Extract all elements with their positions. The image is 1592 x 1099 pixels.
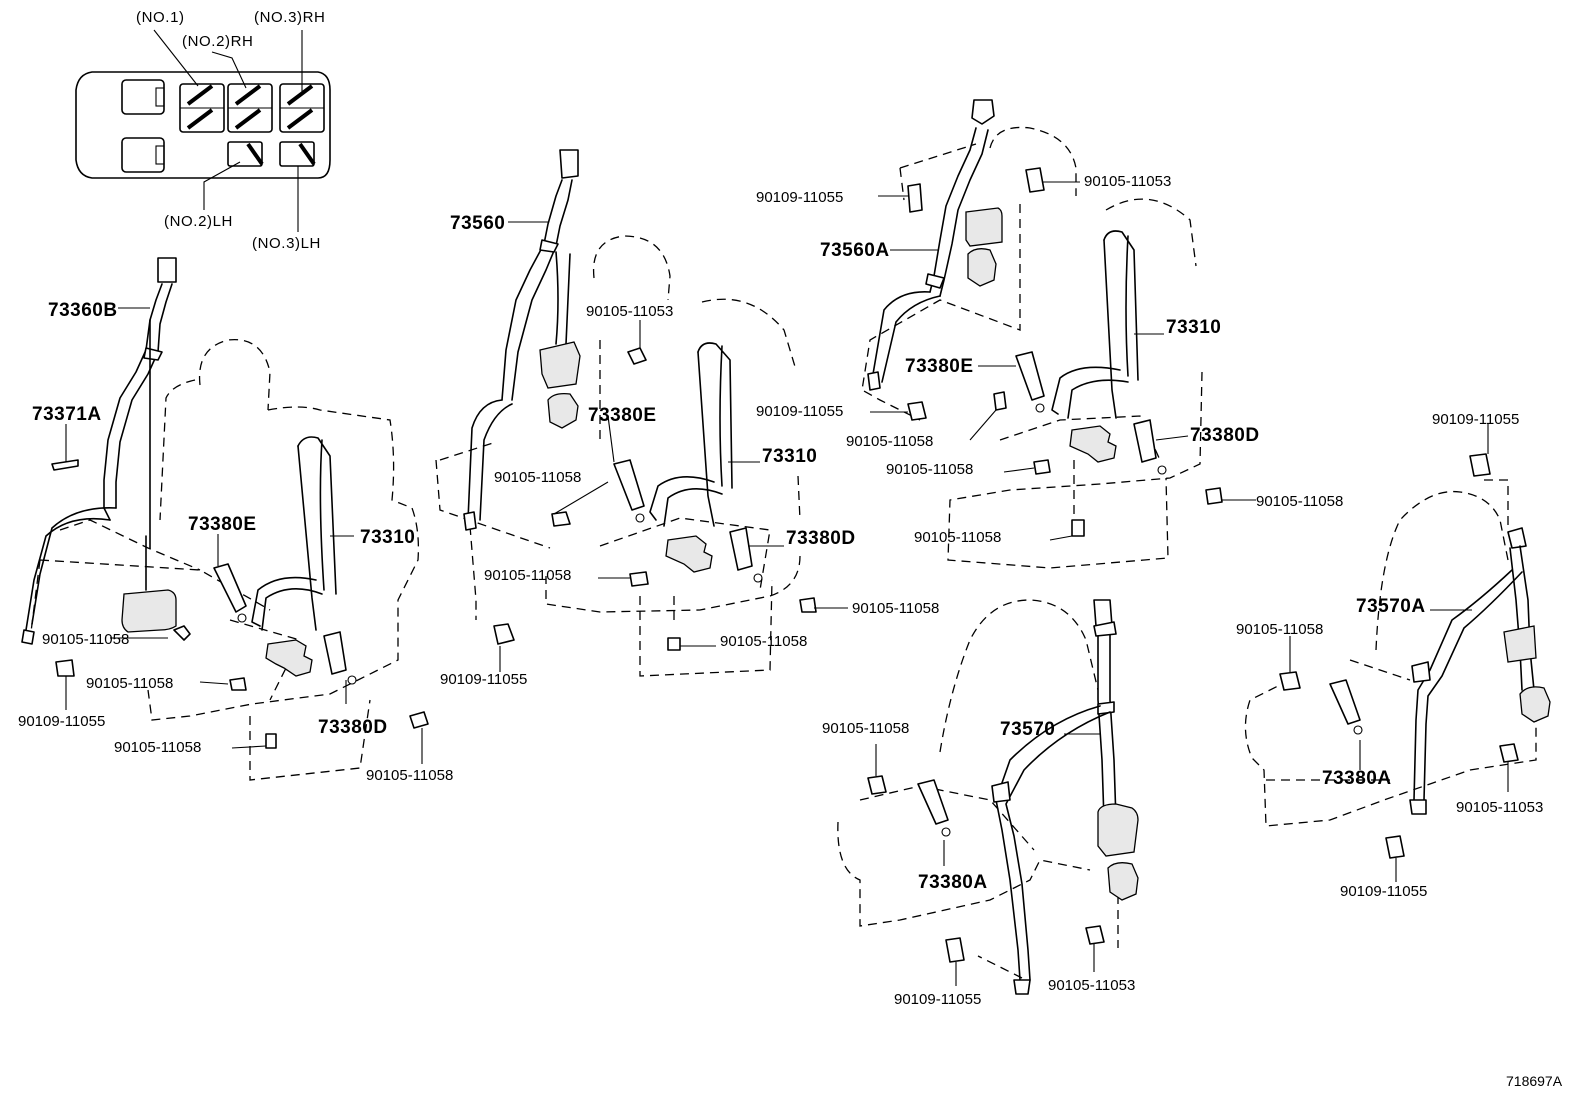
label-73310-center: 73310 (762, 446, 817, 467)
label-90109-11055-g5a: 90109-11055 (1432, 411, 1519, 428)
label-90105-11058-g1c: 90105-11058 (114, 739, 201, 756)
label-73380D-left: 73380D (318, 717, 388, 738)
label-90105-11058-g2b: 90105-11058 (484, 567, 571, 584)
label-90105-11058-g4: 90105-11058 (822, 720, 909, 737)
label-90109-11055-g3b: 90109-11055 (756, 403, 843, 420)
diagram-id: 718697A (1506, 1073, 1563, 1089)
key-label-no2-rh: (NO.2)RH (182, 33, 253, 50)
seat-layout-key-map: (NO.1) (NO.2)RH (NO.3)RH (NO.2)LH (NO.3)… (75, 9, 331, 252)
label-90105-11058-g3a: 90105-11058 (846, 433, 933, 450)
label-90105-11058-g3b: 90105-11058 (886, 461, 973, 478)
key-label-no1: (NO.1) (136, 9, 185, 26)
label-73380E-right: 73380E (905, 356, 974, 377)
key-seat-no2-rh (227, 83, 273, 133)
label-73380D-right: 73380D (1190, 425, 1260, 446)
label-73310-left: 73310 (360, 527, 415, 548)
label-73380E-left: 73380E (188, 514, 257, 535)
seat-group-bottom-right: 90109-11055 73570A 90105-11058 73380A 90… (1236, 411, 1551, 900)
label-73310-right: 73310 (1166, 317, 1221, 338)
label-73380D-center: 73380D (786, 528, 856, 549)
label-90105-11058-g3c: 90105-11058 (1256, 493, 1343, 510)
key-seat-no3-lh (279, 141, 316, 167)
key-seat-no1 (179, 83, 225, 133)
label-90109-11055-g3a: 90109-11055 (756, 189, 843, 206)
label-73560A: 73560A (820, 240, 890, 261)
label-90109-11055-g4: 90109-11055 (894, 991, 981, 1008)
seat-group-bottom-middle: 90105-11058 73570 73380A 90109-11055 901… (822, 599, 1139, 1008)
label-90105-11058-g2a: 90105-11058 (494, 469, 581, 486)
label-73560: 73560 (450, 213, 505, 234)
label-90105-11053-g2: 90105-11053 (586, 303, 673, 320)
label-90105-11058-g5: 90105-11058 (1236, 621, 1323, 638)
label-73570: 73570 (1000, 719, 1055, 740)
label-90105-11058-g3d: 90105-11058 (914, 529, 1001, 546)
seat-group-center: 73560 90105-11053 73380E 73310 90105-110… (435, 149, 939, 688)
label-90105-11058-g1b: 90105-11058 (86, 675, 173, 692)
label-90105-11058-g1d: 90105-11058 (366, 767, 453, 784)
label-90109-11055-g1: 90109-11055 (18, 713, 105, 730)
label-73380A-middle: 73380A (918, 872, 988, 893)
key-label-no3-lh: (NO.3)LH (252, 235, 321, 252)
seat-group-right-upper: 90109-11055 90105-11053 73560A 73310 733… (756, 99, 1343, 569)
key-label-no2-lh: (NO.2)LH (164, 213, 233, 230)
label-73360B: 73360B (48, 300, 118, 321)
label-73380E-center: 73380E (588, 405, 657, 426)
label-90105-11053-g3: 90105-11053 (1084, 173, 1171, 190)
label-73371A: 73371A (32, 404, 102, 425)
label-90109-11055-g5b: 90109-11055 (1340, 883, 1427, 900)
label-90105-11058-g2c: 90105-11058 (852, 600, 939, 617)
label-73570A: 73570A (1356, 596, 1426, 617)
key-label-no3-rh: (NO.3)RH (254, 9, 325, 26)
label-90105-11053-g4: 90105-11053 (1048, 977, 1135, 994)
label-73380A-right: 73380A (1322, 768, 1392, 789)
key-seat-no2-lh (227, 141, 264, 167)
label-90105-11053-g5: 90105-11053 (1456, 799, 1543, 816)
label-90105-11058-g1a: 90105-11058 (42, 631, 129, 648)
label-90109-11055-g2: 90109-11055 (440, 671, 527, 688)
seat-group-left: 73360B 73371A 73380E 73310 73380D 90105-… (18, 257, 453, 784)
label-90105-11058-g2d: 90105-11058 (720, 633, 807, 650)
